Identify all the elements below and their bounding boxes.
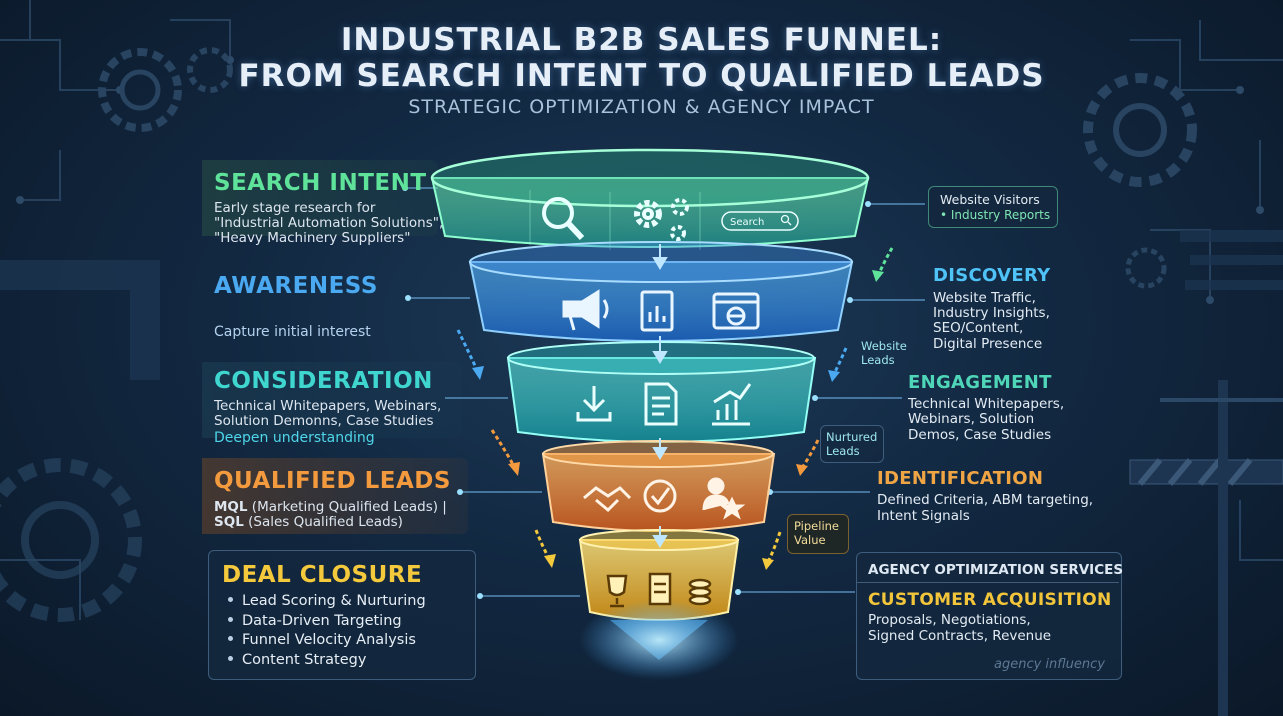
connector-lines: [405, 187, 925, 597]
sql-abbr: SQL: [214, 514, 244, 530]
website-visitors-title: Website Visitors: [940, 192, 1040, 207]
gears-icon: [634, 198, 689, 241]
report-chart-icon: [640, 290, 674, 332]
engagement-line-2: Webinars, Solution: [908, 411, 1035, 427]
growth-chart-icon: [712, 383, 752, 426]
stage-label-consideration: CONSIDERATION: [214, 368, 433, 394]
title-line-2: FROM SEARCH INTENT TO QUALIFIED LEADS: [238, 58, 1045, 94]
megaphone-icon: [562, 289, 609, 331]
download-icon: [576, 386, 612, 422]
search-bar-icon: Search: [721, 211, 799, 231]
customer-acquisition-line-1: Proposals, Negotiations,: [868, 612, 1031, 628]
stage-label-qualified-leads: QUALIFIED LEADS: [214, 468, 451, 494]
stage-label-search-intent: SEARCH INTENT: [214, 170, 427, 196]
band-consideration: [202, 362, 462, 438]
consideration-line-1: Technical Whitepapers, Webinars,: [214, 398, 442, 414]
qualified-mql-line: MQL (Marketing Qualified Leads) |: [214, 499, 447, 515]
stage-label-awareness: AWARENESS: [214, 273, 378, 299]
trophy-icon: [606, 574, 628, 608]
website-visitors-box: [928, 186, 1058, 228]
title-line-1: INDUSTRIAL B2B SALES FUNNEL:: [340, 22, 943, 58]
side-arrows: [456, 247, 894, 570]
customer-acquisition-heading: CUSTOMER ACQUISITION: [868, 590, 1112, 610]
consideration-line-2: Solution Demonns, Case Studies: [214, 413, 434, 429]
agency-box-divider: [857, 582, 1119, 583]
consideration-extra: Deepen understanding: [214, 430, 375, 446]
identification-line-1: Defined Criteria, ABM targeting,: [877, 492, 1094, 508]
website-visitors-item: • Industry Reports: [940, 208, 1051, 222]
search-intent-line-2: "Industrial Automation Solutions",: [214, 215, 444, 231]
discovery-heading: DISCOVERY: [933, 265, 1051, 286]
search-bar-text: Search: [730, 217, 764, 228]
web-browser-icon: [712, 292, 760, 330]
discovery-line-4: Digital Presence: [933, 336, 1043, 352]
discovery-line-2: Industry Insights,: [933, 305, 1050, 321]
list-item: Content Strategy: [226, 651, 426, 671]
agency-box-title: AGENCY OPTIMIZATION SERVICES: [868, 562, 1124, 578]
coins-icon: [688, 578, 712, 606]
tag-pipeline-value-box: [787, 514, 849, 554]
mql-abbr: MQL: [214, 499, 248, 515]
engagement-line-1: Technical Whitepapers,: [908, 396, 1065, 412]
checkmark-icon: [643, 479, 677, 513]
magnifier-icon: [542, 197, 585, 241]
band-qualified-leads: [202, 458, 468, 534]
list-item: Lead Scoring & Nurturing: [226, 592, 426, 612]
mql-text: (Marketing Qualified Leads) |: [247, 499, 447, 515]
awareness-line-1: Capture initial interest: [214, 324, 371, 340]
agency-optimization-box: [856, 552, 1122, 680]
stage-label-deal-closure: DEAL CLOSURE: [222, 562, 423, 588]
engagement-line-3: Demos, Case Studies: [908, 427, 1052, 443]
deal-closure-list: Lead Scoring & Nurturing Data-Driven Tar…: [226, 592, 426, 670]
identification-heading: IDENTIFICATION: [877, 468, 1044, 489]
funnel-tier-search-intent: [430, 148, 870, 250]
customer-acquisition-line-2: Signed Contracts, Revenue: [868, 628, 1052, 644]
band-search-intent: [202, 160, 438, 236]
contract-icon: [648, 572, 672, 606]
agency-watermark: agency influency: [994, 657, 1105, 672]
document-icon: [644, 382, 678, 426]
search-intent-line-3: "Heavy Machinery Suppliers": [214, 230, 411, 246]
list-item: Funnel Velocity Analysis: [226, 631, 426, 651]
handshake-icon: [583, 486, 632, 513]
engagement-heading: ENGAGEMENT: [908, 372, 1052, 393]
qualified-sql-line: SQL (Sales Qualified Leads): [214, 514, 403, 530]
discovery-line-3: SEO/Content,: [933, 320, 1024, 336]
construction-crane-icon: [1129, 380, 1283, 716]
discovery-line-1: Website Traffic,: [933, 290, 1036, 306]
deal-closure-box: [208, 550, 476, 680]
flow-arrows: [652, 244, 668, 548]
identification-line-2: Intent Signals: [877, 508, 970, 524]
tag-nurtured-leads-box: [820, 425, 884, 463]
subtitle: STRATEGIC OPTIMIZATION & AGENCY IMPACT: [408, 96, 875, 118]
user-star-icon: [702, 477, 746, 520]
search-intent-line-1: Early stage research for: [214, 200, 376, 216]
sql-text: (Sales Qualified Leads): [243, 514, 403, 530]
list-item: Data-Driven Targeting: [226, 612, 426, 632]
